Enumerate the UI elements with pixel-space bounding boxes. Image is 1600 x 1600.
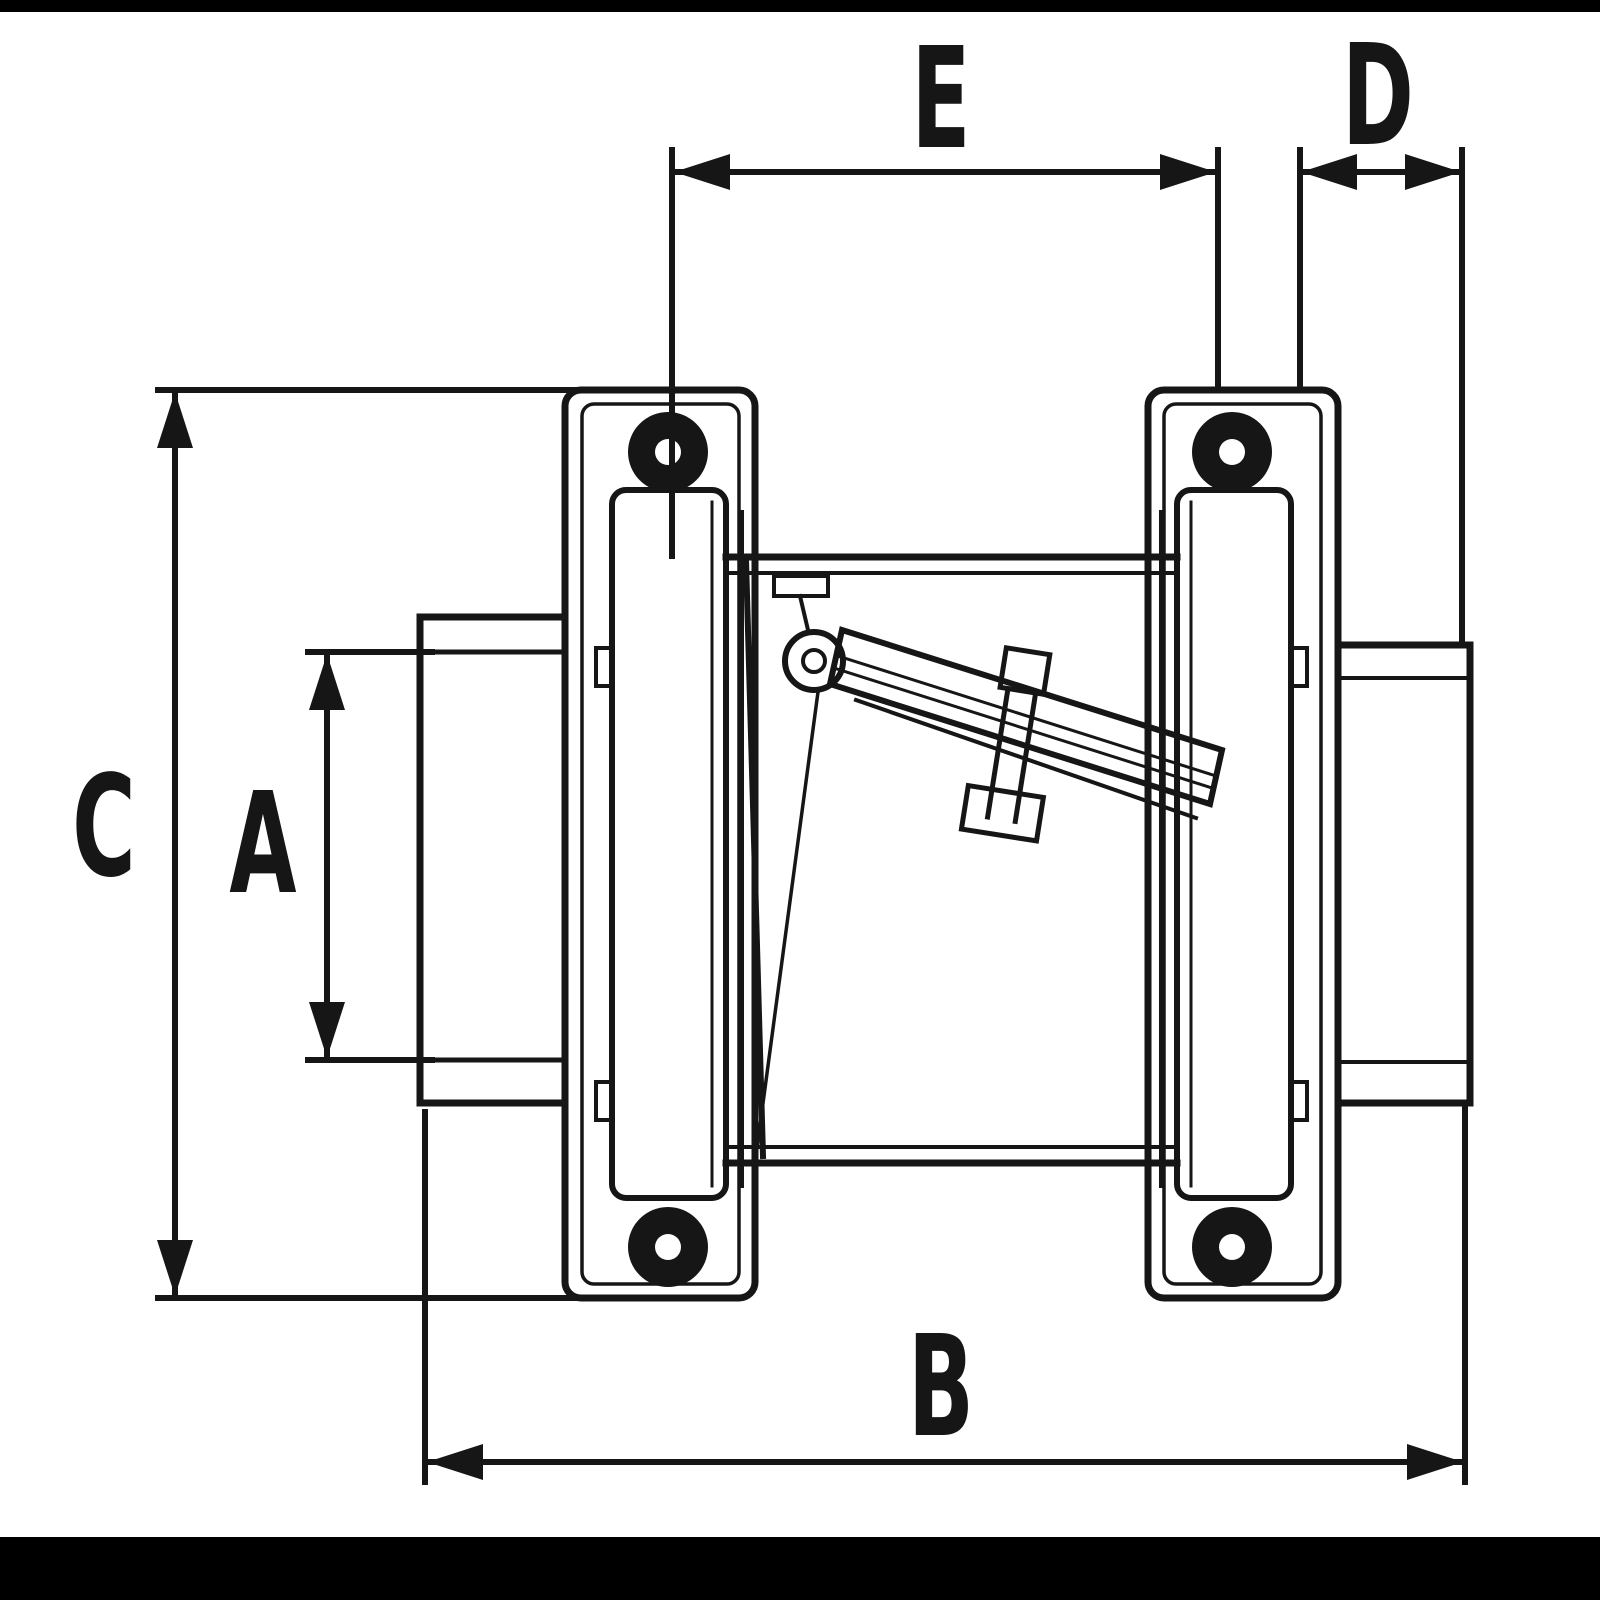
dimension-a [305,649,435,1063]
dimension-e [669,147,1221,559]
arrow-up-icon [309,654,345,710]
frame-top-bar [0,0,1600,12]
arrow-down-icon [157,1240,193,1296]
valve-disc [742,556,767,1160]
counterweight-bolt [958,644,1053,844]
left-pipe [416,613,569,1107]
dimension-d [1297,147,1465,646]
clapper-mechanism [742,556,1226,1160]
arrow-right-icon [1160,154,1216,190]
arrow-left-icon [1301,154,1357,190]
dimension-b [422,1105,1468,1485]
frame-bottom-bar [0,1537,1600,1600]
dimension-label-c: C [72,746,136,909]
dimension-c [155,387,591,1301]
dimension-label-e: E [911,18,970,181]
arrow-left-icon [427,1444,483,1480]
arrow-down-icon [309,1002,345,1058]
hinge-pin [782,629,846,693]
right-flange [1144,386,1342,1302]
arrow-left-icon [674,154,730,190]
arrow-right-icon [1407,1444,1463,1480]
lever-arm [826,626,1226,808]
arrow-up-icon [157,392,193,448]
dimension-label-a: A [229,763,296,926]
dimension-label-d: D [1341,15,1414,178]
valve-body [722,553,1181,1167]
arrow-right-icon [1405,154,1461,190]
dimension-label-b: B [907,1306,974,1469]
right-pipe [1334,641,1474,1107]
